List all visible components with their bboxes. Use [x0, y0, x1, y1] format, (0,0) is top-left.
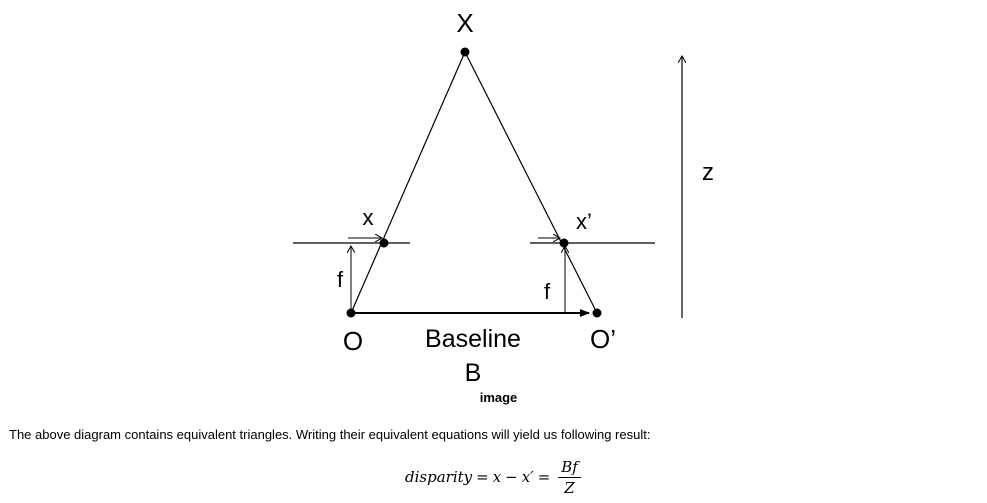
label-right-camera: O’ [590, 324, 616, 354]
right-camera-center [592, 308, 602, 318]
label-right-image-point: x’ [576, 209, 592, 234]
label-point-top: X [456, 8, 473, 38]
formula-equals-2: = [537, 468, 551, 486]
formula-denominator: Z [564, 478, 575, 497]
left-image-point [379, 238, 389, 248]
right-image-point [559, 238, 569, 248]
label-left-image-point: x [363, 205, 374, 230]
formula-minus: − [505, 468, 518, 486]
formula-numerator: Bf [558, 458, 581, 478]
stereo-geometry-diagram: X x x’ f f O O’ Baseline B z [293, 8, 714, 387]
disparity-formula: disparity = x − x′ = Bf Z [405, 456, 581, 498]
formula-equals-1: = [476, 468, 489, 486]
label-left-focal: f [337, 267, 344, 292]
formula-x-prime: x′ [521, 468, 534, 486]
label-baseline: Baseline [425, 325, 521, 353]
formula-fraction: Bf Z [558, 458, 581, 497]
label-depth-axis: z [702, 159, 714, 186]
left-ray [350, 51, 466, 314]
label-left-camera: O [343, 326, 363, 356]
left-camera-center [346, 308, 356, 318]
formula-lhs: disparity [405, 468, 473, 486]
label-right-focal: f [544, 279, 551, 304]
figure-caption: image [479, 390, 518, 405]
body-paragraph: The above diagram contains equivalent tr… [9, 427, 651, 442]
right-ray [464, 51, 598, 314]
label-baseline-b: B [465, 359, 482, 387]
point-x-top [460, 47, 470, 57]
formula-x: x [492, 468, 502, 486]
